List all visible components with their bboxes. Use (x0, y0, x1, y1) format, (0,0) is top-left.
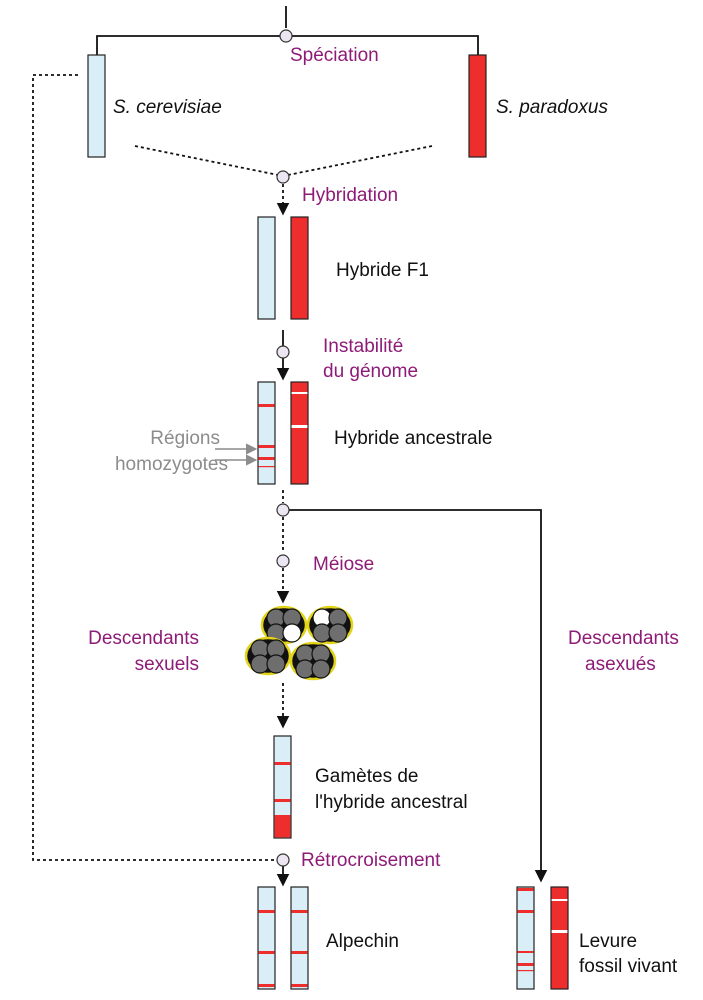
speciation-node (279, 29, 293, 43)
gametes-label-line2: l'hybride ancestral (315, 792, 468, 813)
chromosome-gamete (273, 735, 292, 839)
regions-label-line2: homozygotes (115, 454, 228, 475)
dotted-lines (32, 74, 433, 861)
chromosome-ancestral-paradoxus (290, 381, 309, 485)
meiosis-label: Méiose (313, 554, 374, 575)
sexual-descendants-line2: sexuels (135, 654, 199, 675)
instability-label-line2: du génome (323, 361, 418, 382)
labels: Spéciation S. cerevisiae S. paradoxus Hy… (88, 45, 679, 977)
chromosome-f1-paradoxus (290, 216, 309, 320)
instability-node (276, 345, 290, 359)
nodes (276, 29, 293, 867)
instability-label-line1: Instabilité (323, 336, 403, 357)
ancestral-hybrid-label: Hybride ancestrale (334, 428, 492, 449)
fossil-yeast-label-line2: fossil vivant (579, 956, 678, 977)
meiosis-node (276, 554, 290, 568)
chromosome-alpechin-left (257, 886, 276, 990)
species-right-label: S. paradoxus (496, 97, 608, 118)
gametes-label-line1: Gamètes de (315, 766, 419, 787)
asexual-branch-line (288, 509, 548, 883)
ascus-3 (244, 636, 292, 676)
fossil-yeast-label-line1: Levure (579, 931, 637, 952)
hybridization-node (276, 170, 290, 184)
ascus-1 (260, 605, 308, 645)
chromosomes (87, 54, 569, 990)
chromosome-f1-cerevisiae (257, 216, 276, 320)
sexual-descendants-line1: Descendants (88, 628, 199, 649)
hybridation-label: Hybridation (302, 185, 398, 206)
chromosome-ancestral-cerevisiae (257, 381, 276, 485)
hybridization-left-dotted (134, 145, 284, 177)
asexual-descendants-line1: Descendants (568, 628, 679, 649)
chromosome-fossil-cerevisiae (516, 886, 535, 990)
alpechin-label: Alpechin (326, 931, 399, 952)
chromosome-cerevisiae (87, 54, 106, 158)
ascus-4 (289, 641, 337, 681)
asci-tetrads (244, 605, 354, 681)
ascus-2 (306, 605, 354, 645)
chromosome-alpechin-right (290, 886, 309, 990)
hybrid-f1-label: Hybride F1 (336, 260, 429, 281)
hybridization-right-dotted (282, 145, 433, 177)
homozygous-pointers (215, 443, 258, 466)
branch-node (276, 503, 290, 517)
speciation-label: Spéciation (290, 45, 379, 66)
regions-label-line1: Régions (150, 428, 220, 449)
chromosome-fossil-paradoxus (550, 886, 569, 990)
backcross-label: Rétrocroisement (301, 850, 441, 871)
asexual-descendants-line2: asexués (585, 654, 656, 675)
species-left-label: S. cerevisiae (113, 97, 222, 118)
backcross-node (276, 853, 290, 867)
chromosome-paradoxus (468, 54, 487, 158)
